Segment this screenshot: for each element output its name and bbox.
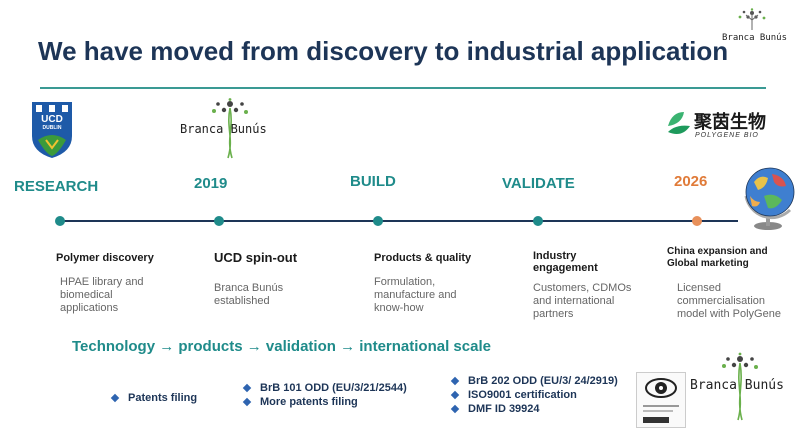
timeline-dot-validate <box>533 216 543 226</box>
tagline: Technology → products → validation → int… <box>72 338 491 355</box>
ucd-crest-icon: UCD DUBLIN <box>30 100 74 160</box>
phase-heading-build: Products & quality <box>374 252 472 264</box>
list-item: BrB 202 ODD (EU/3/ 24/2919) <box>448 374 618 388</box>
ucd-name: UCD <box>41 114 63 125</box>
bullet-list-col2: BrB 101 ODD (EU/3/21/2544) More patents … <box>240 381 407 409</box>
header-logo-text: Branca Bunús <box>722 33 788 43</box>
phase-description-2026: Licensed commercialisation model with Po… <box>677 282 781 320</box>
page-title: We have moved from discovery to industri… <box>38 36 729 66</box>
polygene-name: 聚茵生物 <box>694 112 766 132</box>
phase-description-research: HPAE library and biomedical applications <box>60 276 144 314</box>
polygene-leaf-icon <box>668 112 690 134</box>
timeline-dot-build <box>373 216 383 226</box>
bullet-list-col3: BrB 202 ODD (EU/3/ 24/2919) ISO9001 cert… <box>448 374 618 416</box>
tree-logo-icon <box>212 98 248 159</box>
timeline-line <box>58 220 738 222</box>
list-item: BrB 101 ODD (EU/3/21/2544) <box>240 381 407 395</box>
timeline-dot-2019 <box>214 216 224 226</box>
title-divider <box>40 87 766 89</box>
header-branca-logo: Branca Bunús <box>722 8 788 43</box>
branca-logo-text: Branca Bunús <box>180 122 267 136</box>
phase-heading-research: Polymer discovery <box>56 252 154 264</box>
globe-icon <box>738 162 798 232</box>
footer-branca-logo-text: Branca Bunús <box>690 378 784 393</box>
phase-heading-validate: Industry engagement <box>533 250 598 274</box>
list-item: DMF ID 39924 <box>448 402 618 416</box>
phase-label-validate: VALIDATE <box>502 175 575 192</box>
footer-branca-logo: Branca Bunús <box>690 352 790 422</box>
list-item: Patents filing <box>108 391 197 405</box>
phase-heading-2026: China expansion and Global marketing <box>667 246 768 269</box>
phase-description-2019: Branca Bunús established <box>214 282 284 307</box>
phase-description-validate: Customers, CDMOs and international partn… <box>533 282 632 320</box>
timeline-dot-2026 <box>692 216 702 226</box>
polygene-subtitle: POLYGENE BIO <box>695 132 759 139</box>
timeline-dot-research <box>55 216 65 226</box>
phase-label-2026: 2026 <box>674 173 708 190</box>
tree-logo-icon <box>722 352 758 421</box>
phase-label-2019: 2019 <box>194 175 228 192</box>
branca-logo: Branca Bunús <box>180 98 280 160</box>
phase-description-build: Formulation, manufacture and know-how <box>374 276 457 314</box>
phase-label-build: BUILD <box>350 173 396 190</box>
ucd-city: DUBLIN <box>42 125 62 131</box>
tree-logo-icon <box>738 8 766 30</box>
bullet-list-col1: Patents filing <box>108 391 197 405</box>
phase-label-research: RESEARCH <box>14 178 99 195</box>
phase-heading-2019: UCD spin-out <box>214 250 298 265</box>
list-item: ISO9001 certification <box>448 388 618 402</box>
certification-badge-icon <box>636 372 686 428</box>
polygene-logo: 聚茵生物 POLYGENE BIO <box>666 108 786 148</box>
list-item: More patents filing <box>240 395 407 409</box>
